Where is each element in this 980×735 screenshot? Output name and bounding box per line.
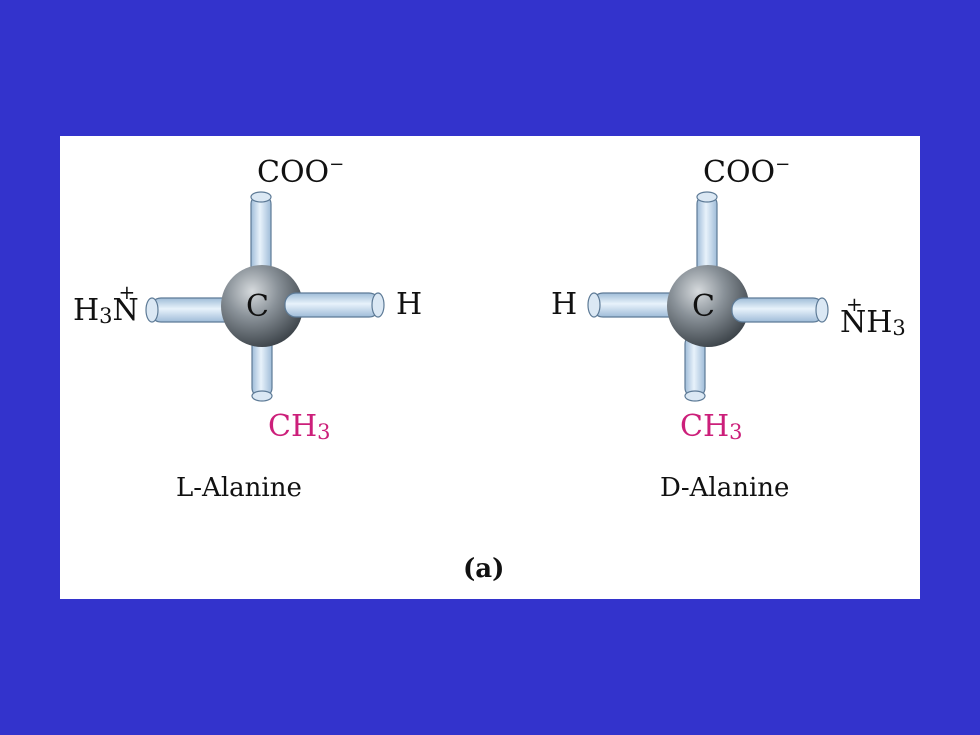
- bond-bottom-left-molecule: [251, 334, 273, 402]
- carboxylate-label-right: COO−: [703, 155, 790, 190]
- amino-subscript: 3: [99, 304, 113, 328]
- methyl-text: CH: [680, 409, 730, 444]
- alanine-text: -Alanine: [193, 473, 302, 503]
- bond-left-left-molecule: [145, 297, 241, 323]
- bond-top-left-molecule: [250, 191, 272, 276]
- bond-left-right-molecule: [587, 292, 693, 318]
- carbon-label-left: C: [246, 289, 269, 324]
- carboxylate-text: COO: [257, 155, 330, 190]
- amino-h-text: H: [73, 293, 100, 328]
- amino-label-right: +NH3: [840, 294, 906, 340]
- bond-right-left-molecule: [284, 292, 385, 318]
- carbon-label-right: C: [692, 289, 715, 324]
- nitrogen-text: N: [112, 293, 139, 328]
- l-alanine-model: [145, 191, 385, 402]
- amino-subscript: 3: [892, 316, 906, 340]
- nitrogen-text: N: [840, 305, 867, 340]
- negative-charge: −: [775, 154, 791, 175]
- carbon-atom-left: [221, 265, 303, 347]
- hydrogen-label-right: H: [551, 287, 578, 322]
- figure-panel: [60, 136, 920, 599]
- positive-charge: +: [118, 280, 136, 304]
- methyl-subscript: 3: [317, 420, 331, 444]
- negative-charge: −: [329, 154, 345, 175]
- methyl-text: CH: [268, 409, 318, 444]
- carboxylate-label-left: COO−: [257, 155, 344, 190]
- d-alanine-model: [587, 191, 829, 402]
- l-prefix: L: [176, 473, 194, 503]
- d-alanine-name: D-Alanine: [660, 475, 789, 501]
- hydrogen-label-left: H: [396, 287, 423, 322]
- alanine-text: -Alanine: [680, 473, 790, 503]
- methyl-label-right: CH3: [680, 409, 743, 444]
- amino-h-text: H: [866, 305, 893, 340]
- bond-bottom-right-molecule: [684, 334, 706, 402]
- methyl-subscript: 3: [729, 420, 743, 444]
- bond-top-right-molecule: [696, 191, 718, 276]
- positive-charge: +: [846, 292, 863, 316]
- carbon-atom-right: [667, 265, 749, 347]
- figure-caption: (a): [463, 554, 505, 584]
- carboxylate-text: COO: [703, 155, 776, 190]
- methyl-label-left: CH3: [268, 409, 331, 444]
- d-prefix: D: [660, 473, 681, 503]
- l-alanine-name: L-Alanine: [176, 475, 302, 501]
- bond-right-right-molecule: [731, 297, 829, 323]
- amino-label-left: H3+N: [73, 282, 139, 328]
